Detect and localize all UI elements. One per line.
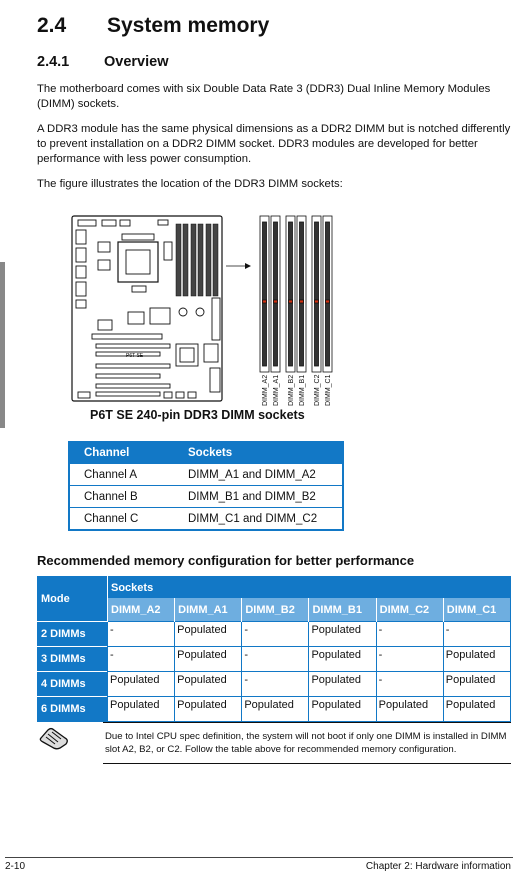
value-cell: Populated: [308, 621, 377, 647]
value-cell: -: [241, 621, 310, 647]
note-hand-icon: [39, 727, 68, 750]
value-cell: -: [106, 646, 176, 672]
value-cell: Populated: [174, 671, 243, 697]
slot-label-c1: DIMM_C1: [325, 374, 332, 406]
mode-cell: 3 DIMMs: [37, 646, 108, 672]
recommended-config-heading: Recommended memory configuration for bet…: [37, 553, 415, 568]
value-cell: Populated: [174, 646, 243, 672]
value-cell: Populated: [174, 621, 243, 647]
dimm-socket-pair-c: [311, 215, 333, 373]
value-cell: Populated: [375, 696, 444, 722]
motherboard-figure: P6T SE DIMM_A2 DIMM_A1 DIMM_B2 DIMM_B1 D…: [71, 215, 333, 406]
chapter-sidebar-tab: [0, 262, 5, 428]
paragraph-figure-intro: The figure illustrates the location of t…: [37, 178, 343, 190]
header-dimm-b2: DIMM_B2: [241, 598, 309, 622]
page-number: 2-10: [5, 861, 26, 872]
value-cell: Populated: [308, 646, 377, 672]
channel-cell: Channel A: [69, 463, 174, 486]
value-cell: Populated: [308, 671, 377, 697]
value-cell: -: [241, 646, 310, 672]
value-cell: Populated: [442, 671, 512, 697]
sockets-cell: DIMM_C1 and DIMM_C2: [174, 507, 343, 530]
mode-cell: 2 DIMMs: [37, 621, 108, 647]
figure-caption: P6T SE 240-pin DDR3 DIMM sockets: [90, 408, 305, 422]
slot-label-c2: DIMM_C2: [314, 374, 321, 406]
table-row: 6 DIMMs Populated Populated Populated Po…: [37, 696, 512, 722]
chapter-title: Chapter 2: Hardware information: [365, 861, 511, 872]
slot-label-b1: DIMM_B1: [299, 375, 306, 406]
sockets-cell: DIMM_A1 and DIMM_A2: [174, 463, 343, 486]
dimm-socket-pair-a: [259, 215, 281, 373]
header-dimm-c2: DIMM_C2: [375, 598, 444, 622]
header-sockets: Sockets: [107, 576, 511, 598]
channel-table: Channel Sockets Channel A DIMM_A1 and DI…: [68, 441, 344, 531]
paragraph-intro: The motherboard comes with six Double Da…: [37, 83, 491, 110]
board-label: P6T SE: [126, 353, 144, 359]
slot-label-b2: DIMM_B2: [288, 375, 295, 406]
board-dimm-slots: [175, 223, 219, 297]
value-cell: Populated: [241, 696, 310, 722]
value-cell: -: [375, 671, 444, 697]
header-dimm-c1: DIMM_C1: [442, 598, 511, 622]
table-row: Channel A DIMM_A1 and DIMM_A2: [69, 463, 343, 486]
value-cell: -: [375, 621, 444, 647]
mode-cell: 4 DIMMs: [37, 671, 108, 697]
value-cell: -: [241, 671, 310, 697]
value-cell: Populated: [174, 696, 243, 722]
value-cell: -: [106, 621, 176, 647]
table-row: Channel B DIMM_B1 and DIMM_B2: [69, 485, 343, 508]
value-cell: Populated: [106, 696, 176, 722]
slot-label-a2: DIMM_A2: [262, 375, 269, 406]
note-bottom-rule: [103, 763, 511, 764]
table-row: 3 DIMMs - Populated - Populated - Popula…: [37, 646, 512, 672]
value-cell: Populated: [442, 646, 512, 672]
footer-rule: [5, 857, 513, 858]
header-dimm-a1: DIMM_A1: [174, 598, 242, 622]
header-sockets: Sockets: [174, 442, 343, 464]
mode-cell: 6 DIMMs: [37, 696, 108, 722]
value-cell: Populated: [106, 671, 176, 697]
sockets-cell: DIMM_B1 and DIMM_B2: [174, 485, 343, 508]
value-cell: -: [442, 621, 512, 647]
channel-cell: Channel C: [69, 507, 174, 530]
channel-cell: Channel B: [69, 485, 174, 508]
motherboard-outline: [71, 215, 223, 402]
value-cell: -: [375, 646, 444, 672]
value-cell: Populated: [442, 696, 512, 722]
value-cell: Populated: [308, 696, 377, 722]
paragraph-ddr3: A DDR3 module has the same physical dime…: [37, 123, 511, 165]
note-top-rule: [103, 722, 511, 723]
recommended-config-table: Mode Sockets DIMM_A2 DIMM_A1 DIMM_B2 DIM…: [37, 576, 512, 722]
slot-label-a1: DIMM_A1: [273, 375, 280, 406]
table-row: 4 DIMMs Populated Populated - Populated …: [37, 671, 512, 697]
note-text: Due to Intel CPU spec definition, the sy…: [105, 731, 507, 755]
header-channel: Channel: [69, 442, 174, 464]
header-dimm-b1: DIMM_B1: [308, 598, 377, 622]
header-dimm-a2: DIMM_A2: [106, 598, 175, 622]
table-row: Channel C DIMM_C1 and DIMM_C2: [69, 507, 343, 530]
table-row: 2 DIMMs - Populated - Populated - -: [37, 621, 512, 647]
header-mode: Mode: [37, 576, 108, 622]
dimm-socket-pair-b: [285, 215, 307, 373]
